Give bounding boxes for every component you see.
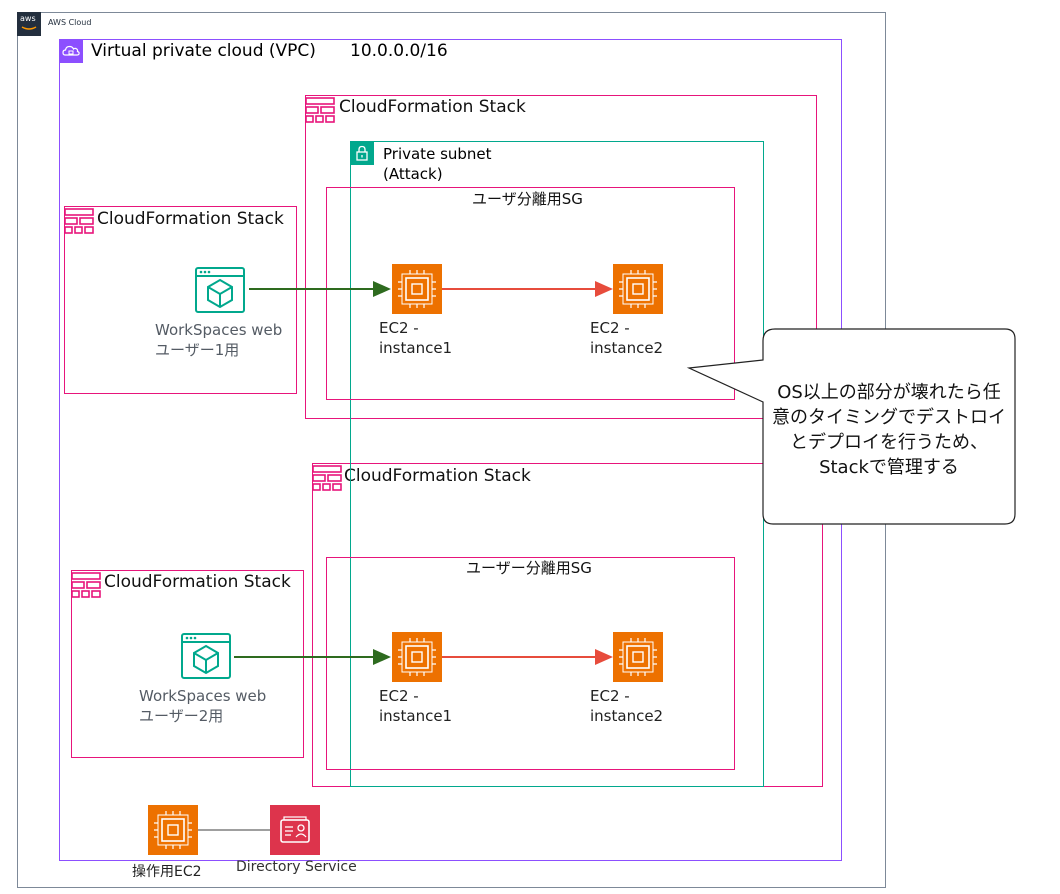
vpc-cidr: 10.0.0.0/16 (350, 41, 448, 61)
security-group-top-label: ユーザ分離用SG (472, 190, 583, 208)
callout-line4: Stackで管理する (819, 457, 959, 478)
subnet-title: Private subnet (383, 145, 492, 163)
cloudformation-stack-user1 (64, 206, 297, 394)
cloudformation-stack-icon (71, 572, 101, 598)
workspaces-web-icon (194, 266, 246, 314)
ec2-instance1-bottom-line1: EC2 - (379, 687, 419, 705)
security-group-bottom (326, 557, 735, 770)
ec2-icon (613, 264, 663, 314)
ec2-instance2-top-line1: EC2 - (590, 319, 630, 337)
ec2-instance1-top-line1: EC2 - (379, 319, 419, 337)
ec2-instance1-top-line2: instance1 (379, 339, 453, 357)
cloudformation-stack-top-title: CloudFormation Stack (339, 97, 526, 117)
workspaces-user1-line1: WorkSpaces web (155, 321, 283, 339)
cloudformation-stack-user2 (71, 570, 304, 758)
workspaces-user1-line2: ユーザー1用 (155, 341, 240, 359)
callout-line1: OS以上の部分が壊れたら任 (777, 382, 1001, 403)
cloudformation-stack-icon (312, 465, 342, 491)
workspaces-user2-line2: ユーザー2用 (139, 707, 224, 725)
security-group-bottom-label: ユーザー分離用SG (466, 559, 592, 577)
directory-service-icon (270, 805, 320, 855)
lock-icon (350, 141, 374, 165)
vpc-cloud-icon (59, 39, 83, 63)
cloudformation-stack-user2-title: CloudFormation Stack (104, 572, 291, 592)
cloudformation-stack-icon (64, 208, 94, 234)
ec2-icon (613, 632, 663, 682)
directory-service-label: Directory Service (236, 859, 357, 875)
ec2-instance2-bottom-line1: EC2 - (590, 687, 630, 705)
callout-line2: 意のタイミングでデストロイ (772, 407, 1006, 428)
aws-logo-icon: aws (17, 12, 41, 36)
workspaces-user2-line1: WorkSpaces web (139, 687, 267, 705)
vpc-title: Virtual private cloud (VPC) (91, 41, 316, 61)
cloudformation-stack-user1-title: CloudFormation Stack (97, 209, 284, 229)
ec2-instance2-bottom-line2: instance2 (590, 707, 664, 725)
cloudformation-stack-bottom-title: CloudFormation Stack (344, 466, 531, 486)
ec2-icon (148, 805, 198, 855)
cloudformation-stack-icon (305, 97, 335, 123)
ec2-instance2-top-line2: instance2 (590, 339, 664, 357)
ops-ec2-label: 操作用EC2 (132, 864, 202, 880)
subnet-subtitle: (Attack) (383, 165, 443, 183)
ec2-icon (392, 632, 442, 682)
ec2-icon (392, 264, 442, 314)
security-group-top (326, 187, 735, 400)
aws-cloud-label: AWS Cloud (48, 18, 92, 27)
callout-text: OS以上の部分が壊れたら任 意のタイミングでデストロイ とデプロイを行うため、 … (763, 380, 1015, 480)
workspaces-web-icon (180, 632, 232, 680)
ec2-instance1-bottom-line2: instance1 (379, 707, 453, 725)
callout-line3: とデプロイを行うため、 (790, 432, 988, 453)
cloudformation-stack-top (305, 95, 817, 419)
aws-logo-text: aws (20, 14, 36, 23)
